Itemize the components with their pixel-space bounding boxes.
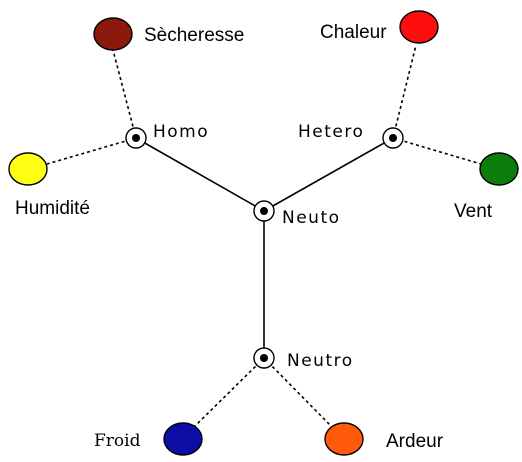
node-label-hetero: Hetero — [298, 122, 364, 142]
element-label-secheresse: Sècheresse — [144, 25, 244, 46]
edge-neutro-ardeur — [263, 357, 332, 427]
element-label-humidite: Humidité — [15, 198, 90, 219]
node-neutro — [253, 347, 275, 369]
element-circle-vent — [479, 152, 519, 186]
node-hetero — [382, 127, 404, 149]
edge-homo-secheresse — [112, 49, 137, 139]
edge-center-homo — [135, 137, 265, 212]
element-circle-humidite — [8, 152, 48, 186]
element-circle-froid — [163, 422, 203, 456]
element-label-froid: Froid — [94, 431, 141, 451]
node-label-neuto: Neuto — [282, 208, 341, 228]
edge-homo-humidite — [46, 137, 137, 165]
edge-hetero-vent — [392, 137, 482, 165]
element-circle-secheresse — [93, 17, 133, 51]
element-label-chaleur: Chaleur — [320, 22, 387, 43]
element-circle-chaleur — [399, 10, 439, 44]
node-label-homo: Homo — [153, 122, 209, 142]
node-label-neutro: Neutro — [287, 351, 354, 371]
node-homo — [125, 127, 147, 149]
edge-hetero-chaleur — [392, 44, 417, 139]
node-neuto — [253, 200, 275, 222]
element-circle-ardeur — [324, 422, 364, 456]
element-label-ardeur: Ardeur — [386, 431, 444, 452]
edge-neutro-froid — [194, 357, 265, 427]
edge-center-hetero — [263, 137, 394, 212]
element-label-vent: Vent — [454, 201, 493, 222]
